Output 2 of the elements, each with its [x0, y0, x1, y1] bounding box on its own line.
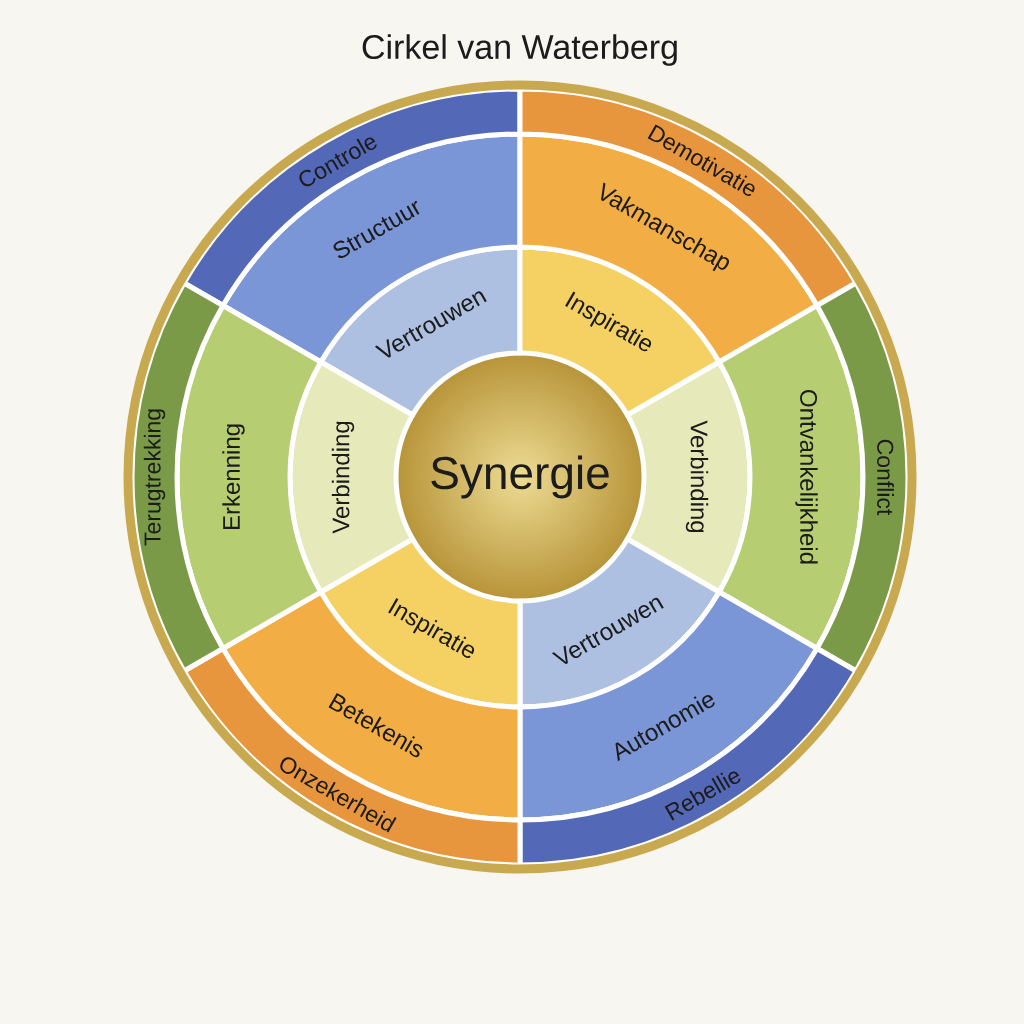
title: Cirkel van Waterberg [362, 34, 677, 66]
ring-segment: Ontvankelijkheid [716, 303, 866, 651]
